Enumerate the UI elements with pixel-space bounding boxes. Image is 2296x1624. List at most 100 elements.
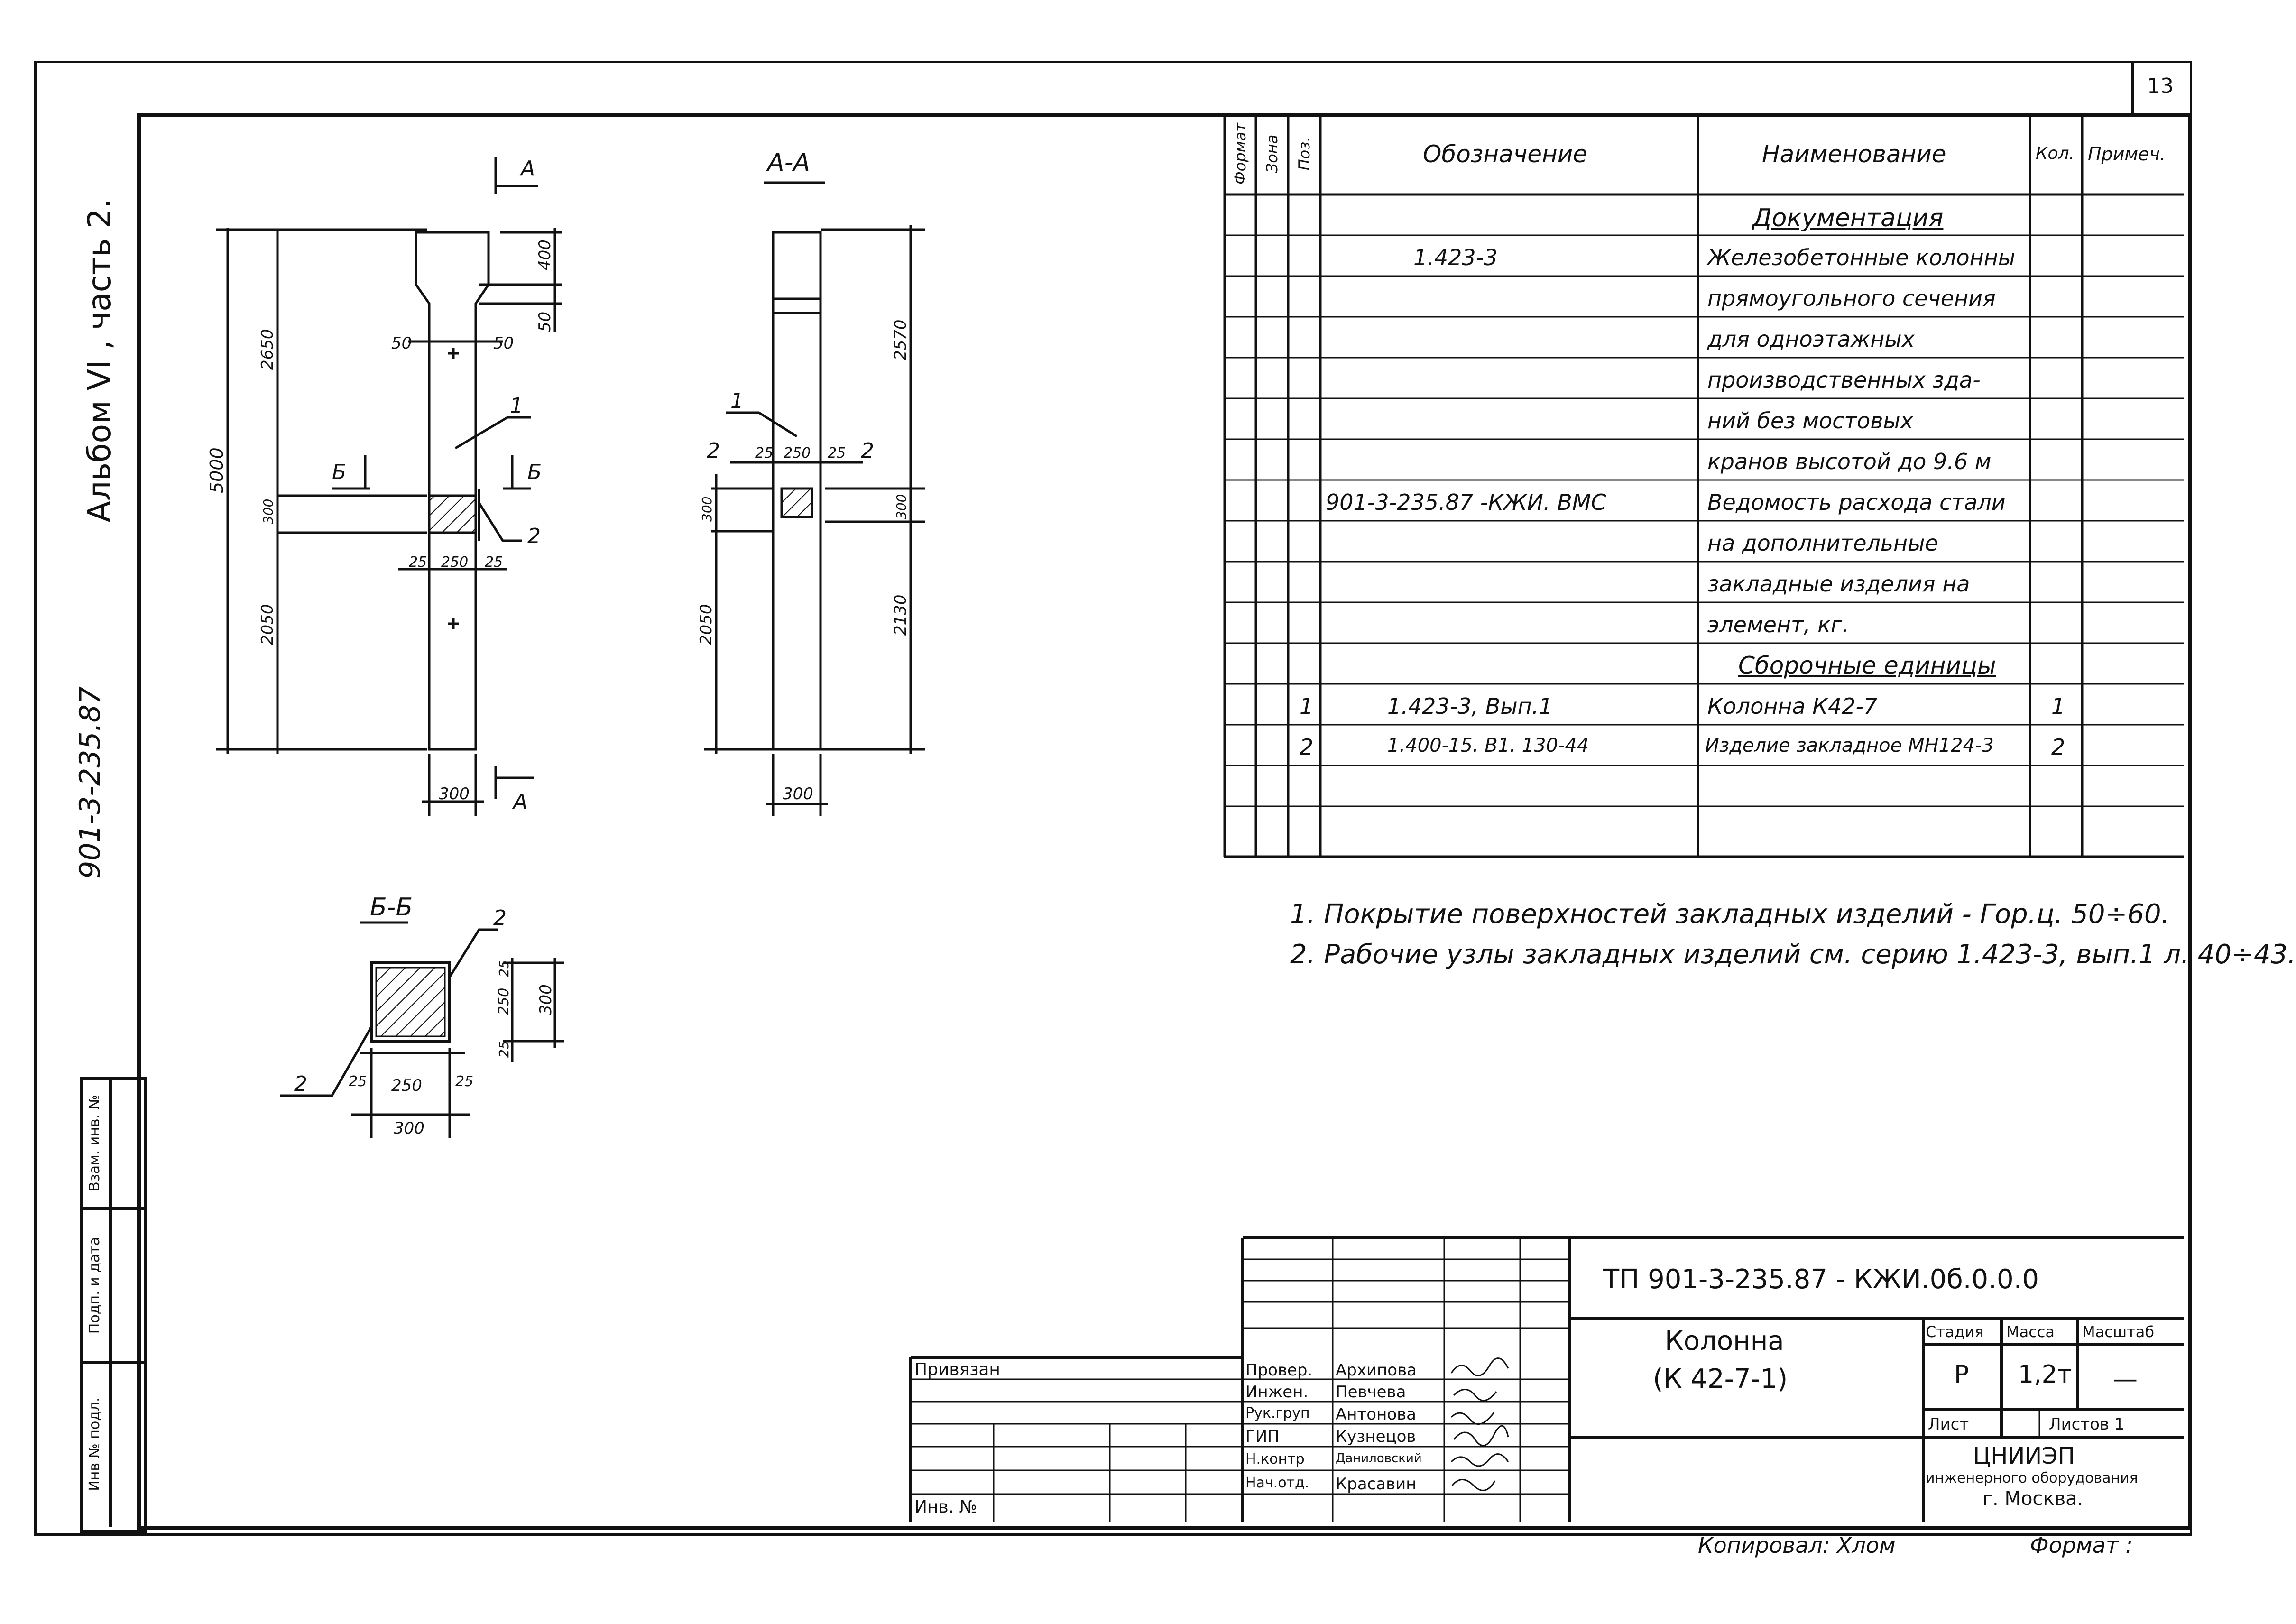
- aa-dim-25a: 25: [755, 445, 773, 461]
- bb-dim-h25a: 25: [496, 960, 512, 977]
- spec-row-3-name: прямоугольного сечения: [1707, 286, 1996, 311]
- aa-pos2b: 2: [861, 439, 874, 463]
- tb-org-1: ЦНИИЭП: [1973, 1443, 2075, 1469]
- elev-dim-upper: 2650: [258, 329, 277, 370]
- elev-pos1: 1: [510, 394, 523, 418]
- aa-pos1: 1: [730, 389, 744, 413]
- tb-mass: 1,2т: [2018, 1360, 2072, 1389]
- tb-role-4: ГИП: [1245, 1427, 1280, 1446]
- aa-dim-lower-left: 2050: [697, 604, 716, 645]
- tb-org-2: инженерного оборудования: [1926, 1470, 2138, 1486]
- tb-scale-header: Масштаб: [2082, 1323, 2155, 1341]
- bb-dim-h25b: 25: [496, 1041, 512, 1058]
- spec-row-11-name: элемент, кг.: [1707, 612, 1849, 637]
- tb-role-6: Нач.отд.: [1245, 1475, 1309, 1491]
- cut-marker-a-bottom: А: [512, 790, 527, 814]
- tb-sheets-label: Листов 1: [2049, 1415, 2125, 1434]
- sheet-number: 13: [2147, 74, 2174, 98]
- spec-table: Формат Зона Поз. Обозначение Наименовани…: [1223, 113, 2184, 858]
- column-drawings: А А А-А Б Б Б-Б 400 50 5000 2650 300 205…: [206, 148, 925, 1138]
- spec-row-13-designation: 1.423-3, Вып.1: [1387, 693, 1553, 719]
- section-aa-title: А-А: [766, 148, 810, 177]
- elev-dim-w-right: 25: [485, 554, 503, 571]
- spec-row-2-name: Железобетонные колонны: [1707, 245, 2016, 270]
- elev-dim-step: 50: [535, 312, 554, 332]
- spec-row-8-designation: 901-3-235.87 -КЖИ. ВМС: [1326, 489, 1606, 515]
- title-block-grid: [909, 1236, 2184, 1522]
- spec-row-10-name: закладные изделия на: [1707, 571, 1970, 597]
- elev-dim-w-mid: 250: [441, 554, 468, 571]
- spec-row-4-name: для одноэтажных: [1707, 326, 1915, 352]
- aa-dim-lower: 2130: [891, 594, 910, 636]
- tb-privyazan: Привязан: [914, 1360, 1000, 1379]
- aa-dim-25b: 25: [828, 445, 846, 461]
- elev-dim-lower: 2050: [258, 604, 277, 645]
- spec-row-5-name: производственных зда-: [1707, 367, 1981, 393]
- spec-header-name: Наименование: [1762, 140, 1946, 168]
- tb-role-5: Н.контр: [1245, 1451, 1305, 1467]
- spec-row-13-qty: 1: [2051, 693, 2065, 719]
- tb-inv-no: Инв. №: [914, 1497, 977, 1517]
- aa-dim-upper: 2570: [891, 319, 910, 360]
- bb-dim-h300: 300: [536, 984, 555, 1015]
- tb-mass-header: Масса: [2006, 1323, 2055, 1341]
- note-2: 2. Рабочие узлы закладных изделий см. се…: [1290, 939, 2296, 970]
- tb-name-6: Красавин: [1336, 1475, 1417, 1494]
- tb-scale: —: [2113, 1365, 2138, 1393]
- spec-row-14-qty: 2: [2051, 734, 2065, 760]
- spec-header-pos: Поз.: [1295, 137, 1313, 171]
- tb-org-3: г. Москва.: [1982, 1488, 2084, 1510]
- title-block: ТП 901-3-235.87 - КЖИ.0б.0.0.0 Колонна (…: [909, 1236, 2184, 1522]
- signatures: [1450, 1357, 1509, 1491]
- elev-dim-plate: 300: [260, 499, 276, 524]
- spec-row-6-name: ний без мостовых: [1707, 408, 1913, 434]
- elev-dim-head: 400: [535, 240, 554, 270]
- column-elevation: [415, 231, 490, 751]
- tb-role-3: Рук.груп: [1245, 1405, 1310, 1421]
- elev-dim-width: 300: [439, 784, 470, 803]
- aa-dim-width: 300: [783, 784, 813, 803]
- elev-dim-shoulder-left: 50: [391, 334, 412, 353]
- spec-row-14-pos: 2: [1300, 734, 1314, 760]
- elev-dim-total: 5000: [206, 447, 227, 493]
- spec-row-14-designation: 1.400-15. В1. 130-44: [1387, 735, 1589, 757]
- bb-dim-w250: 250: [391, 1076, 422, 1095]
- tb-name-3: Антонова: [1336, 1405, 1416, 1424]
- tb-title-2: (К 42-7-1): [1653, 1364, 1788, 1394]
- tb-code: ТП 901-3-235.87 - КЖИ.0б.0.0.0: [1603, 1264, 2039, 1295]
- footer-copied: Копировал: Хлом: [1698, 1532, 1896, 1558]
- bb-pos2b: 2: [294, 1072, 307, 1096]
- tb-name-5: Даниловский: [1336, 1451, 1422, 1466]
- aa-dim-plate-right: 300: [894, 494, 909, 519]
- spec-row-9-name: на дополнительные: [1707, 530, 1938, 556]
- spec-table-grid: [1223, 113, 2184, 858]
- note-1: 1. Покрытие поверхностей закладных издел…: [1290, 899, 2170, 930]
- bb-dim-h250: 250: [496, 988, 512, 1015]
- elev-dim-shoulder-right: 50: [493, 334, 514, 353]
- spec-row-13-name: Колонна К42-7: [1707, 693, 1878, 719]
- side-stamp-sign: Подп. и дата: [86, 1236, 103, 1334]
- aa-pos2a: 2: [707, 439, 720, 463]
- sheet-number-box: [2131, 61, 2190, 116]
- aa-dim-plate-left: 300: [699, 497, 715, 522]
- spec-header-qty: Кол.: [2036, 144, 2075, 163]
- spec-row-2-designation: 1.423-3: [1413, 245, 1498, 270]
- aa-dim-250: 250: [784, 445, 811, 461]
- footer-format: Формат :: [2030, 1532, 2133, 1558]
- cut-marker-b-left: Б: [332, 460, 346, 484]
- elev-pos2: 2: [527, 524, 541, 548]
- cut-marker-a-top: А: [519, 157, 535, 181]
- cut-marker-b-right: Б: [527, 460, 542, 484]
- spec-header-format: Формат: [1231, 123, 1249, 185]
- column-section-bb: [370, 961, 451, 1043]
- bb-dim-w25a: 25: [349, 1073, 367, 1090]
- side-stamp: [80, 1077, 147, 1533]
- elev-dim-w-left: 25: [409, 554, 427, 571]
- spec-header-zone: Зона: [1263, 134, 1281, 173]
- section-bb-title: Б-Б: [370, 893, 413, 922]
- bb-dim-w25b: 25: [455, 1073, 473, 1090]
- tb-role-1: Провер.: [1245, 1361, 1313, 1380]
- tb-stage: Р: [1954, 1360, 1969, 1389]
- spec-header-note: Примеч.: [2088, 144, 2166, 165]
- spec-row-1-name: Документация: [1752, 204, 1944, 232]
